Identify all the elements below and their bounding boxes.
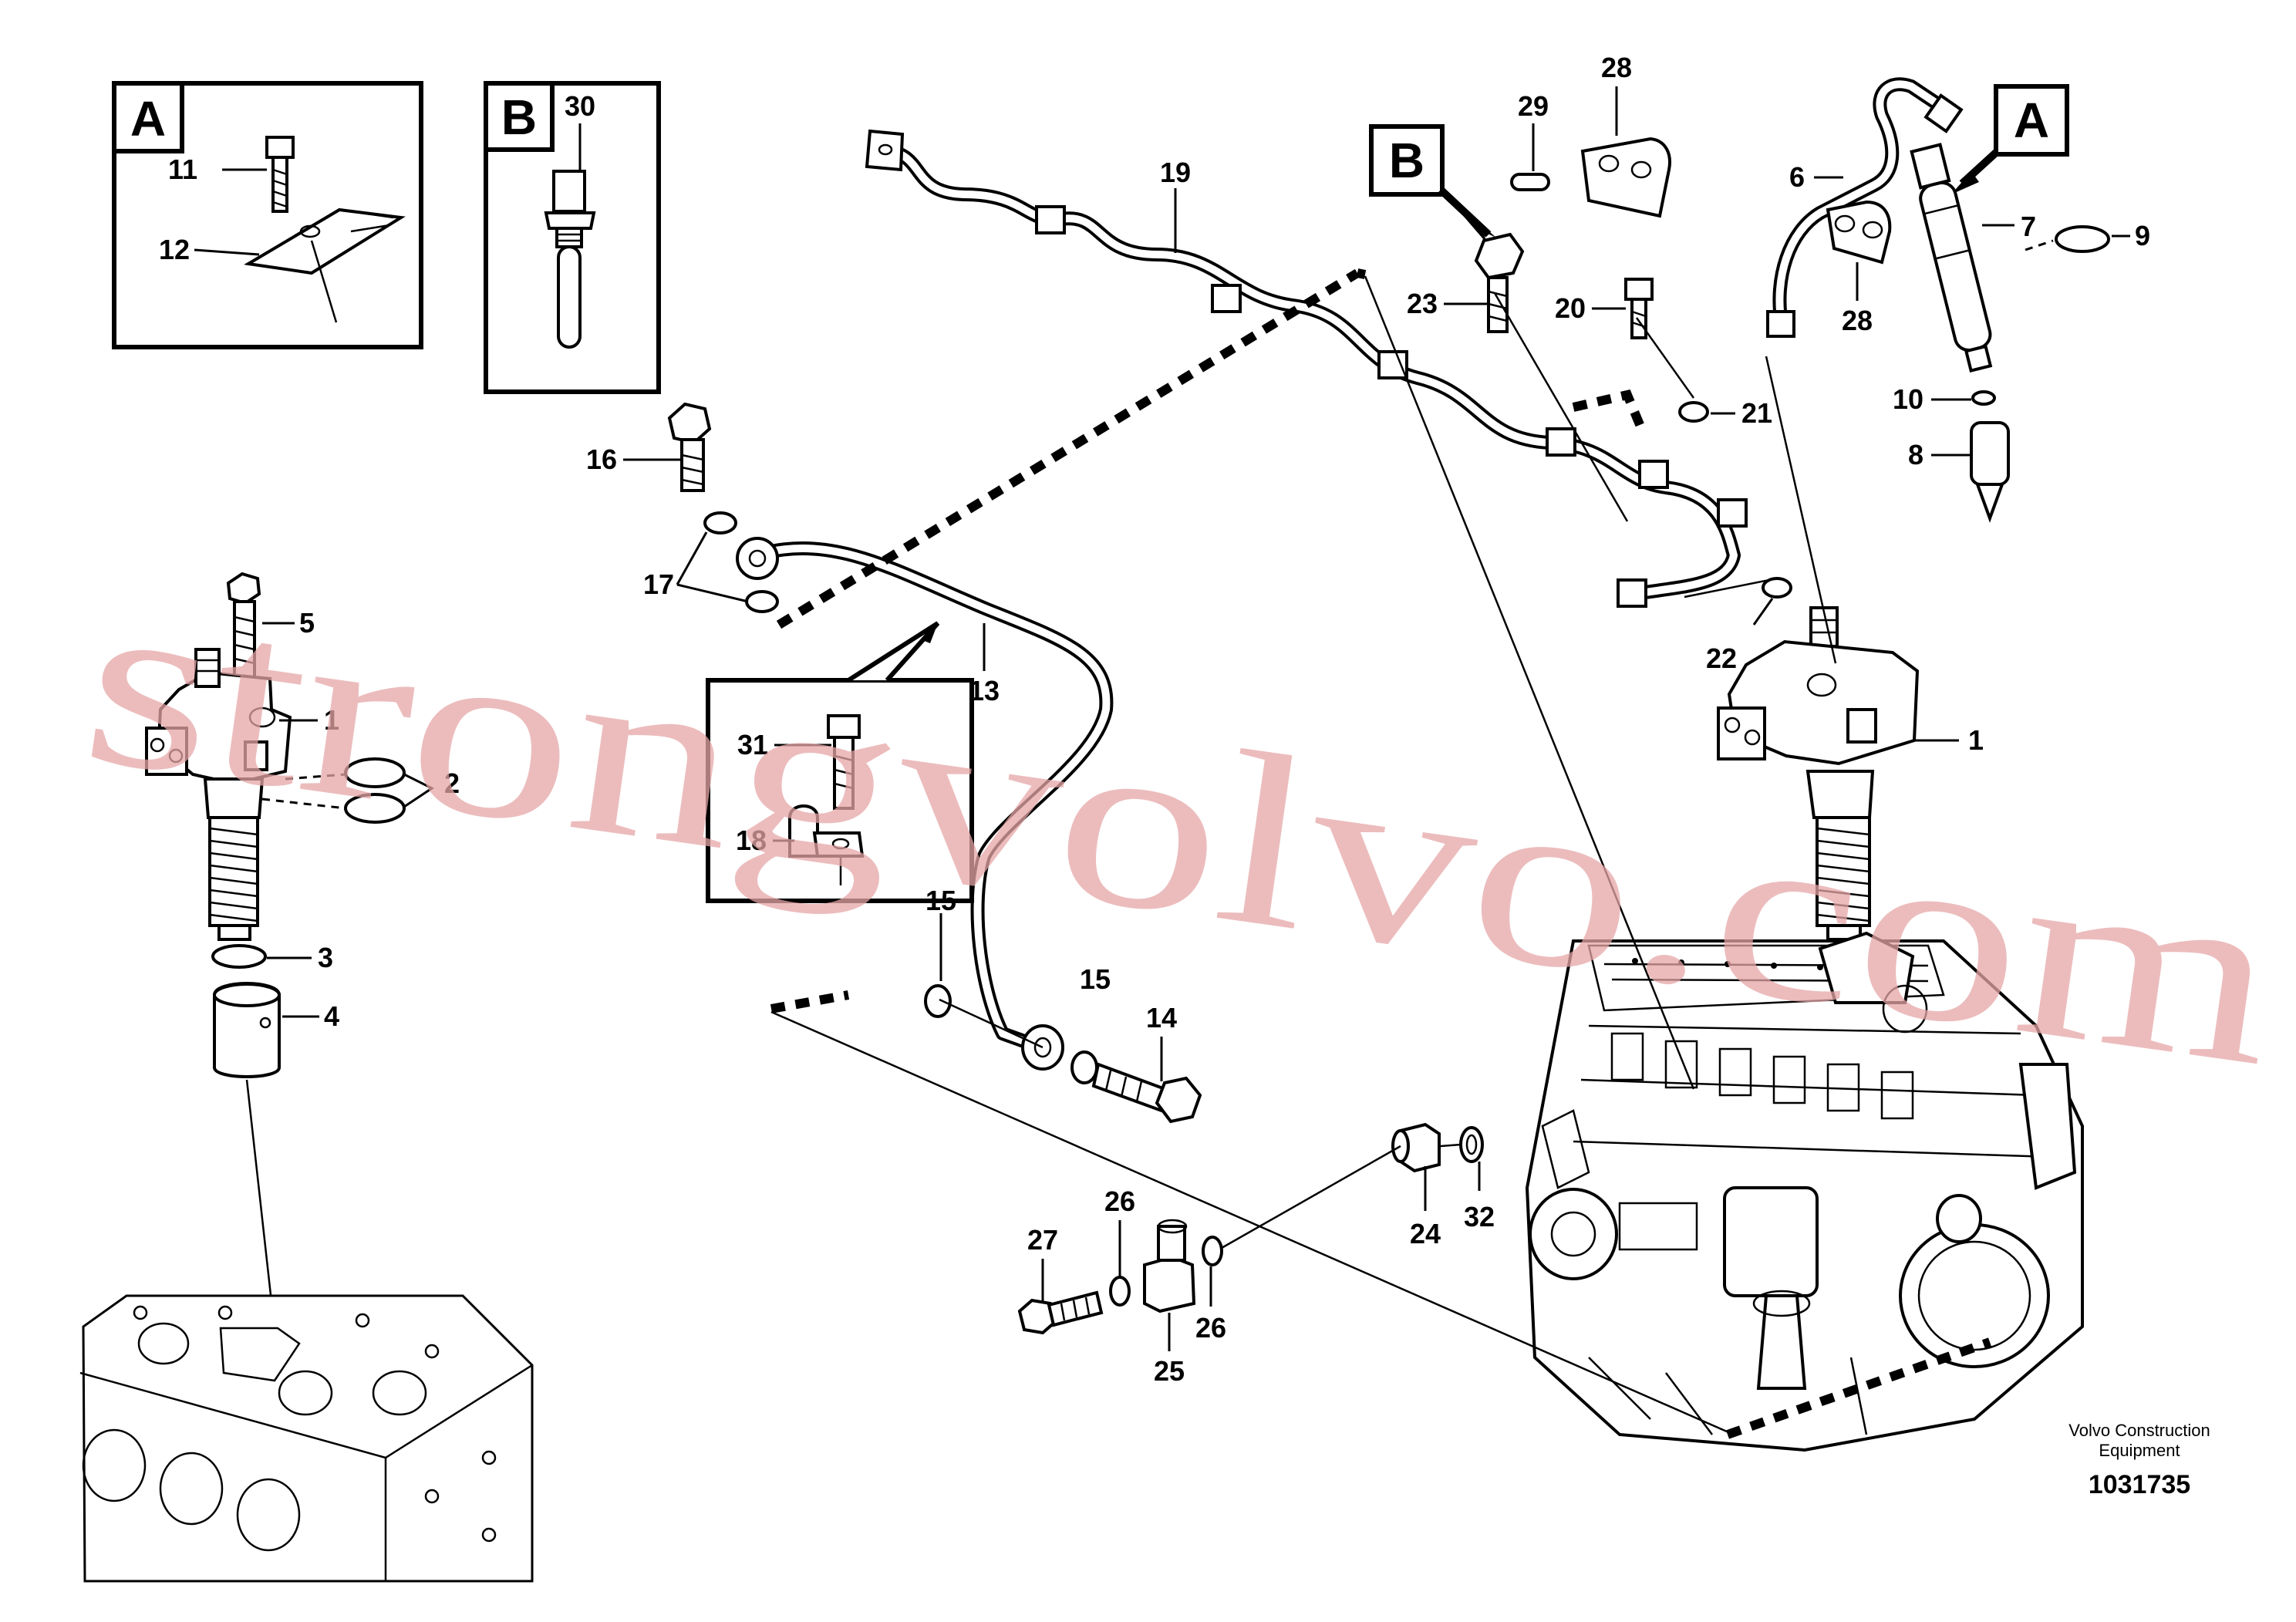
label-26-right: 26 bbox=[1195, 1312, 1226, 1344]
label-15-left: 15 bbox=[925, 885, 956, 916]
label-6: 6 bbox=[1789, 161, 1805, 193]
label-27: 27 bbox=[1027, 1224, 1058, 1256]
callout-a-letter: A bbox=[2014, 93, 2049, 148]
engine-block-drawing bbox=[1525, 931, 2084, 1452]
dashed-routing-lines bbox=[770, 268, 1991, 1439]
bolt-20-drawing bbox=[1624, 278, 1654, 339]
detail-box-clamp bbox=[706, 621, 974, 903]
label-12: 12 bbox=[159, 234, 190, 265]
credit-line-1: Volvo Construction bbox=[2068, 1421, 2210, 1440]
label-7: 7 bbox=[2021, 211, 2036, 242]
label-23: 23 bbox=[1407, 288, 1438, 319]
label-2: 2 bbox=[444, 767, 460, 799]
credit-line-2: Equipment bbox=[2099, 1441, 2180, 1460]
label-3: 3 bbox=[318, 942, 333, 973]
label-20: 20 bbox=[1555, 292, 1586, 324]
callout-a: A bbox=[1951, 84, 2069, 194]
detail-box-a-letter: A bbox=[130, 91, 166, 147]
callout-b-letter: B bbox=[1389, 133, 1424, 188]
label-26-left: 26 bbox=[1104, 1185, 1135, 1217]
clamp-28-top-drawing bbox=[1510, 137, 1671, 218]
label-10: 10 bbox=[1893, 383, 1923, 415]
fuel-rail-19-drawing bbox=[865, 129, 1748, 608]
document-number: 1031735 bbox=[2089, 1470, 2190, 1499]
label-8: 8 bbox=[1908, 439, 1923, 470]
detail-box-b-letter: B bbox=[501, 89, 537, 145]
detail-box-a: A 11 12 bbox=[112, 81, 423, 349]
fittings-drawing bbox=[1017, 1122, 1484, 1335]
label-15-right: 15 bbox=[1080, 963, 1111, 995]
clip-12-drawing bbox=[244, 207, 406, 323]
bolt-11-drawing bbox=[265, 136, 295, 213]
label-9: 9 bbox=[2135, 220, 2150, 251]
label-28-bottom: 28 bbox=[1842, 305, 1873, 336]
label-21: 21 bbox=[1741, 397, 1772, 429]
label-5: 5 bbox=[299, 607, 315, 639]
label-22: 22 bbox=[1706, 642, 1737, 674]
assembly-lines bbox=[770, 275, 1837, 1436]
unit-pump-right-drawing bbox=[1717, 606, 1920, 941]
bolt-31-drawing bbox=[827, 714, 861, 810]
detail-box-b: B 30 bbox=[484, 81, 661, 394]
label-19: 19 bbox=[1160, 157, 1191, 188]
label-17: 17 bbox=[643, 568, 674, 600]
callout-b: B bbox=[1369, 124, 1496, 245]
banjo-bolt-14-drawing bbox=[924, 984, 1202, 1124]
label-31: 31 bbox=[737, 729, 768, 760]
injector-assembly-drawing bbox=[1766, 77, 2110, 523]
unit-pump-left-drawing bbox=[145, 572, 406, 1358]
fuel-pipe-13-drawing bbox=[749, 541, 1114, 1054]
clip-18-drawing bbox=[788, 804, 865, 885]
label-1-right: 1 bbox=[1968, 724, 1984, 756]
label-28-top: 28 bbox=[1601, 52, 1632, 83]
watermark: strongvolvo.com bbox=[70, 541, 2292, 1118]
label-16: 16 bbox=[586, 443, 617, 475]
cylinder-head-drawing bbox=[79, 1294, 534, 1583]
sensor-30-drawing bbox=[544, 170, 596, 349]
label-29: 29 bbox=[1518, 90, 1549, 122]
banjo-bolt-16-drawing bbox=[667, 402, 779, 613]
label-32: 32 bbox=[1464, 1201, 1495, 1233]
label-24: 24 bbox=[1410, 1218, 1441, 1249]
label-18: 18 bbox=[736, 824, 767, 856]
label-4: 4 bbox=[324, 1000, 339, 1032]
label-11: 11 bbox=[168, 153, 197, 185]
washer-21 bbox=[1678, 401, 1709, 423]
label-25: 25 bbox=[1154, 1355, 1185, 1387]
bolt-23-drawing bbox=[1474, 232, 1525, 333]
label-1-left: 1 bbox=[324, 704, 339, 736]
label-30: 30 bbox=[565, 90, 595, 122]
label-14: 14 bbox=[1146, 1002, 1177, 1034]
